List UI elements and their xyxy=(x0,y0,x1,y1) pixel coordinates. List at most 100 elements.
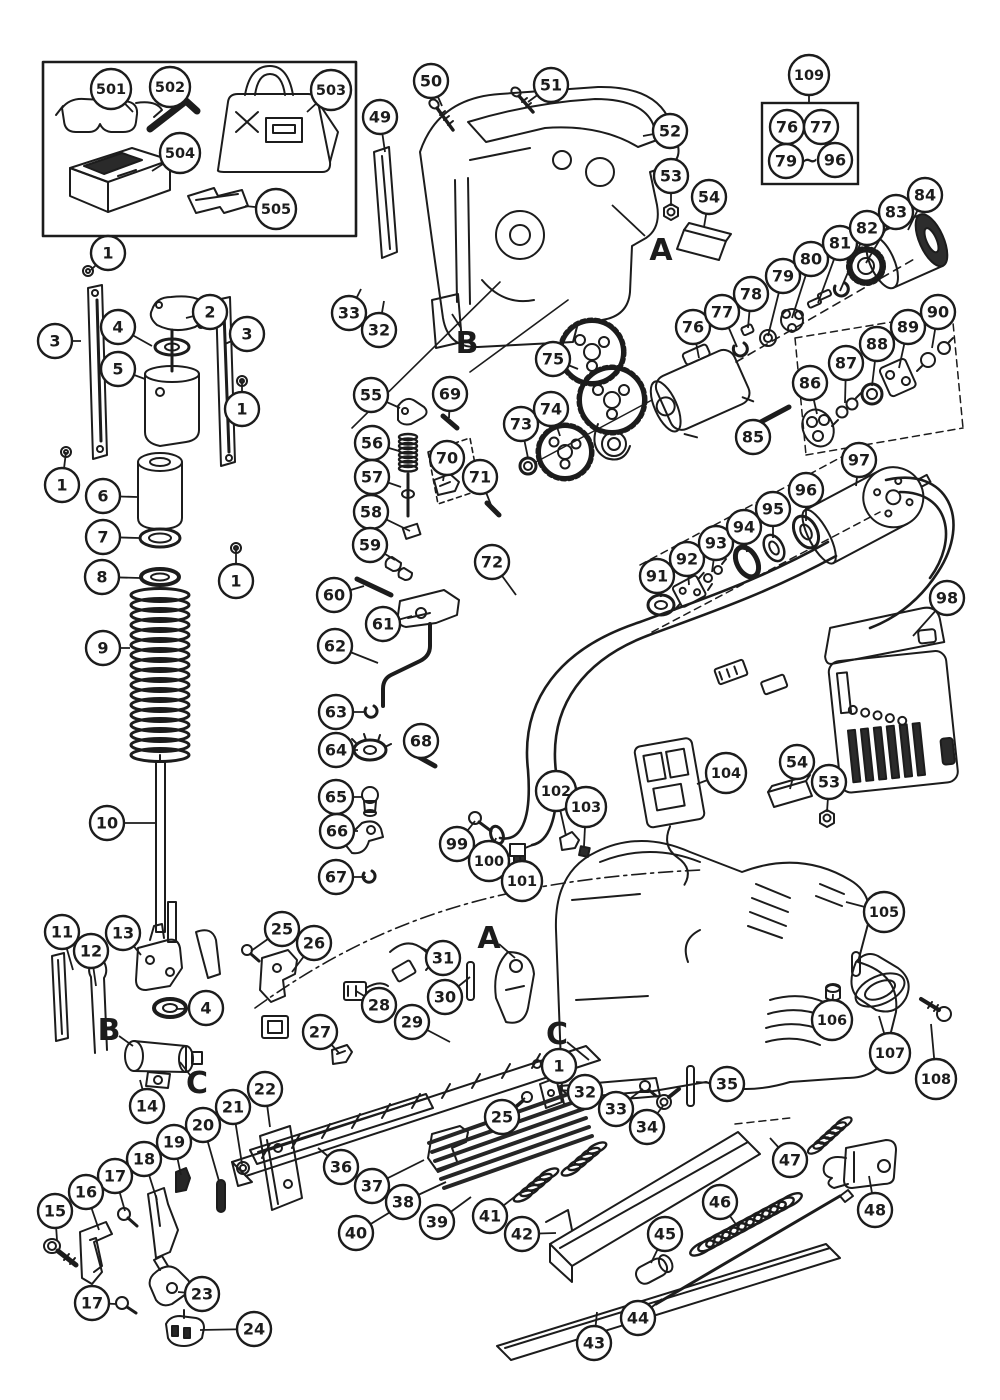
svg-text:102: 102 xyxy=(541,784,571,800)
part-callout-97: 97 xyxy=(840,441,878,479)
part-callout-16: 16 xyxy=(67,1173,105,1211)
part-callout-94: 94 xyxy=(725,508,763,546)
part-callout-104: 104 xyxy=(704,751,748,795)
part-callout-2: 2 xyxy=(191,293,229,331)
part-callout-13: 13 xyxy=(104,914,142,952)
letter-leader-C xyxy=(179,1061,191,1076)
kit-content-callout-77: 77 xyxy=(802,108,840,146)
svg-text:14: 14 xyxy=(136,1097,158,1116)
svg-text:36: 36 xyxy=(330,1158,352,1177)
part-callout-71: 71 xyxy=(461,458,499,496)
svg-text:32: 32 xyxy=(574,1083,596,1102)
part-callout-1: 1 xyxy=(540,1047,578,1085)
part-callout-76: 76 xyxy=(674,308,712,346)
svg-text:72: 72 xyxy=(481,553,503,572)
part-callout-55: 55 xyxy=(352,376,390,414)
pin-35-art xyxy=(686,1065,695,1107)
svg-text:68: 68 xyxy=(410,732,432,751)
svg-text:87: 87 xyxy=(835,354,857,373)
part-callout-35: 35 xyxy=(708,1065,746,1103)
wiring-harness-art xyxy=(254,658,835,1009)
part-callout-33: 33 xyxy=(330,294,368,332)
part-callout-85: 85 xyxy=(734,418,772,456)
part-callout-47: 47 xyxy=(771,1141,809,1179)
svg-text:30: 30 xyxy=(434,988,456,1007)
reference-letter-C: C xyxy=(546,1017,568,1052)
svg-text:86: 86 xyxy=(799,374,821,393)
part-callout-4: 4 xyxy=(187,989,225,1027)
svg-text:94: 94 xyxy=(733,518,755,537)
part-callout-7: 7 xyxy=(84,518,122,556)
contact-arm-art xyxy=(494,951,535,1024)
svg-text:505: 505 xyxy=(261,202,291,218)
part-callout-53: 53 xyxy=(810,763,848,801)
svg-text:98: 98 xyxy=(936,589,958,608)
gear-set-2-art xyxy=(794,311,964,456)
part-callout-41: 41 xyxy=(471,1197,509,1235)
svg-text:40: 40 xyxy=(345,1224,367,1243)
svg-text:43: 43 xyxy=(583,1334,605,1353)
part-callout-21: 21 xyxy=(214,1088,252,1126)
svg-text:54: 54 xyxy=(698,188,720,207)
part-callout-33: 33 xyxy=(597,1090,635,1128)
svg-text:31: 31 xyxy=(432,949,454,968)
part-callout-75: 75 xyxy=(534,340,572,378)
part-callout-67: 67 xyxy=(317,858,355,896)
part-callout-92: 92 xyxy=(668,540,706,578)
hook-clip-art xyxy=(187,187,249,214)
svg-text:56: 56 xyxy=(361,434,383,453)
svg-text:52: 52 xyxy=(659,122,681,141)
svg-text:51: 51 xyxy=(540,76,562,95)
part-callout-60: 60 xyxy=(315,576,353,614)
part-callout-17: 17 xyxy=(73,1284,111,1322)
part-callout-105: 105 xyxy=(862,890,906,934)
part-callout-28: 28 xyxy=(360,986,398,1024)
svg-text:109: 109 xyxy=(794,68,824,84)
svg-text:92: 92 xyxy=(676,550,698,569)
svg-text:8: 8 xyxy=(96,568,107,587)
svg-text:60: 60 xyxy=(323,586,345,605)
hook-plate-107-art xyxy=(850,951,910,1013)
accessory-inset-box xyxy=(41,60,358,238)
part-callout-24: 24 xyxy=(235,1310,273,1348)
svg-text:59: 59 xyxy=(359,536,381,555)
part-callout-503: 503 xyxy=(309,68,353,112)
part-callout-68: 68 xyxy=(402,722,440,760)
part-callout-91: 91 xyxy=(638,557,676,595)
svg-text:19: 19 xyxy=(163,1133,185,1152)
svg-text:37: 37 xyxy=(361,1177,383,1196)
part-callout-87: 87 xyxy=(827,344,865,382)
part-callout-106: 106 xyxy=(810,998,854,1042)
svg-text:16: 16 xyxy=(75,1183,97,1202)
tool-body-105-art xyxy=(554,840,898,1105)
svg-text:5: 5 xyxy=(112,360,123,379)
letter-leader-B xyxy=(118,1035,134,1047)
part-callout-56: 56 xyxy=(353,424,391,462)
part-callout-44: 44 xyxy=(619,1299,657,1337)
part-callout-8: 8 xyxy=(83,558,121,596)
part-callout-89: 89 xyxy=(889,308,927,346)
part-callout-19: 19 xyxy=(155,1123,193,1161)
svg-text:504: 504 xyxy=(165,146,195,162)
part-callout-10: 10 xyxy=(88,804,126,842)
letter-leader-A xyxy=(611,204,646,237)
svg-text:41: 41 xyxy=(479,1207,501,1226)
part-callout-86: 86 xyxy=(791,364,829,402)
part-callout-65: 65 xyxy=(317,778,355,816)
gear-train-art xyxy=(518,317,653,482)
part-callout-72: 72 xyxy=(473,543,511,581)
part-callout-54: 54 xyxy=(778,743,816,781)
svg-text:33: 33 xyxy=(605,1100,627,1119)
part-callout-51: 51 xyxy=(532,66,570,104)
svg-text:54: 54 xyxy=(786,753,808,772)
part-callout-6: 6 xyxy=(84,477,122,515)
svg-text:13: 13 xyxy=(112,924,134,943)
part-callout-5: 5 xyxy=(99,350,137,388)
svg-text:70: 70 xyxy=(436,449,458,468)
housing-half-art xyxy=(351,85,680,429)
svg-text:50: 50 xyxy=(420,72,442,91)
part-callout-90: 90 xyxy=(919,293,957,331)
pin-33b-art xyxy=(639,1080,658,1098)
svg-text:39: 39 xyxy=(426,1213,448,1232)
